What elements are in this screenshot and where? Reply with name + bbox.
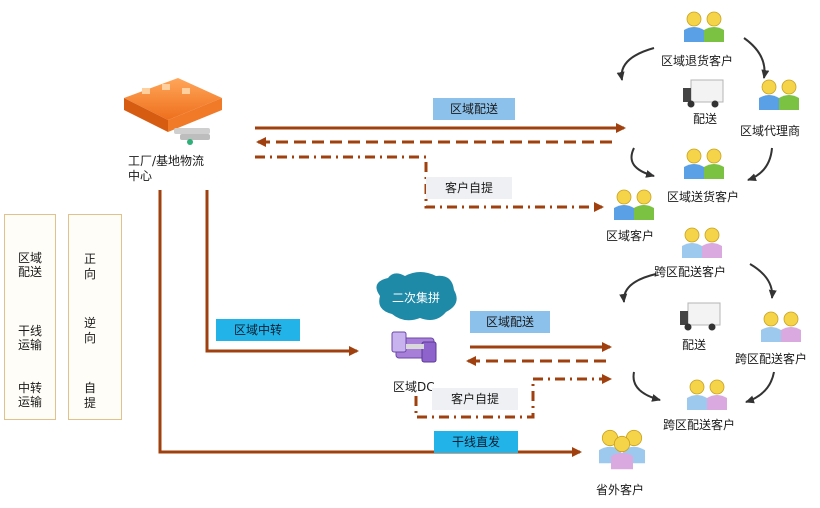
truck-bottom-label: 配送: [682, 338, 707, 352]
regional-agent-label: 区域代理商: [740, 124, 801, 138]
consolidation-badge: [376, 272, 457, 321]
cycle-arrow: [632, 371, 661, 402]
cycle-arrow: [630, 147, 655, 178]
dc-icon: [391, 331, 437, 363]
customer-group-icon: [687, 379, 727, 410]
factory-icon: [124, 78, 222, 145]
factory-label: 工厂/基地物流中心: [128, 154, 205, 183]
edge-label-trunk-direct: 干线直发: [434, 431, 518, 453]
consolidation-label: 二次集拼: [392, 291, 441, 305]
regional-return-customer-label: 区域退货客户: [661, 54, 734, 68]
cycle-arrow: [749, 263, 777, 299]
customer-group-icon: [614, 189, 654, 220]
arrow-regional-transfer: [205, 190, 359, 356]
cycle-arrow: [747, 147, 773, 182]
regional-dc-label: 区域DC: [393, 380, 435, 394]
customer-group-icon: [684, 11, 724, 42]
cross-customer-bottom-label: 跨区配送客户: [663, 418, 736, 432]
cycle-arrow: [616, 47, 655, 81]
customer-group-icon: [682, 227, 722, 258]
regional-customer-label: 区域客户: [606, 229, 655, 243]
customer-group-icon: [761, 311, 801, 342]
customer-group-icon: [599, 429, 645, 470]
truck-icon: [680, 302, 721, 331]
legend-forward-label: 正向: [83, 252, 96, 281]
cross-customer-right-label: 跨区配送客户: [735, 352, 808, 366]
provincial-customer-label: 省外客户: [596, 483, 645, 497]
legend-self-pickup-label: 自提: [83, 381, 96, 410]
edge-label-regional-delivery-top: 区域配送: [433, 98, 515, 120]
edge-label-regional-delivery-bottom: 区域配送: [470, 311, 550, 333]
edge-label-self-pickup-top: 客户自提: [426, 177, 512, 199]
legend-trunk-transport-label: 干线运输: [18, 324, 43, 352]
edge-label-regional-transfer: 区域中转: [216, 319, 300, 341]
legend-reverse-label: 逆向: [83, 316, 96, 345]
legend-icons-box: [4, 214, 56, 420]
cycle-arrow: [743, 37, 770, 79]
arrow-self-pickup-bottom: [414, 374, 612, 419]
truck-top-label: 配送: [693, 112, 718, 126]
edge-label-self-pickup-bottom: 客户自提: [432, 388, 518, 410]
arrow-self-pickup-top: [255, 155, 604, 212]
customer-group-icon: [759, 79, 799, 110]
legend-transfer-transport-label: 中转运输: [18, 381, 43, 409]
cross-customer-top-label: 跨区配送客户: [654, 265, 727, 279]
legend-lines-box: [68, 214, 122, 420]
cycle-arrow: [619, 273, 657, 303]
truck-icon: [683, 79, 724, 108]
regional-delivery-customer-label: 区域送货客户: [667, 190, 740, 204]
customer-group-icon: [684, 148, 724, 179]
cycle-arrow: [745, 371, 775, 404]
legend-regional-delivery-label: 区域配送: [18, 251, 43, 279]
